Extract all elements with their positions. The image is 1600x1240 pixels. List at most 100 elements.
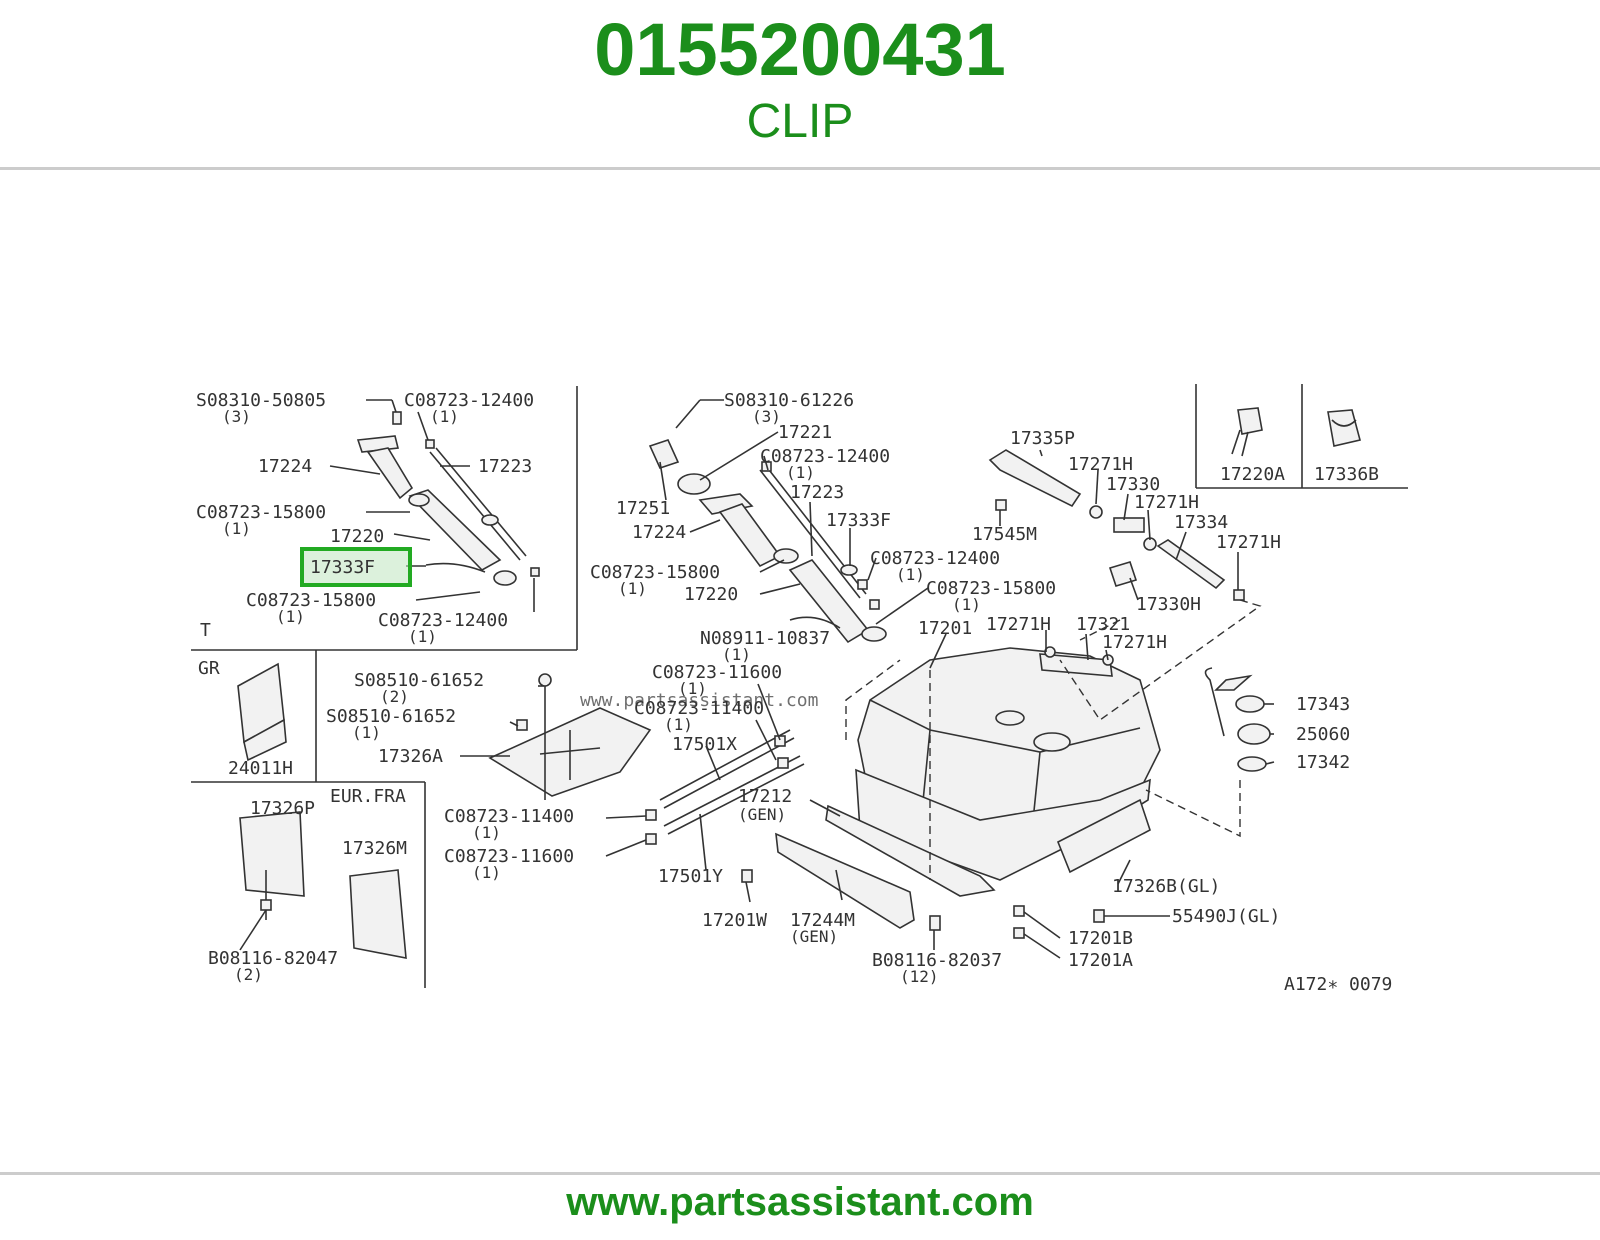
part-label[interactable]: 17224 (632, 522, 686, 543)
gr-inset-part (237, 662, 287, 762)
part-label[interactable]: 17326A (378, 746, 443, 767)
part-label[interactable]: B08116-82037 (872, 950, 1002, 971)
part-label[interactable]: 17201B (1068, 928, 1133, 949)
part-label[interactable]: 17321 (1076, 614, 1130, 635)
main-lower-parts (488, 673, 1105, 939)
eur-inset-parts (239, 811, 407, 959)
part-number: 0155200431 (594, 8, 1006, 91)
part-label[interactable]: C08723-12400 (760, 446, 890, 467)
part-label[interactable]: 17326P (250, 798, 315, 819)
part-label[interactable]: 17271H (1134, 492, 1199, 513)
part-label[interactable]: 25060 (1296, 724, 1350, 745)
part-label[interactable]: C08723-15800 (590, 562, 720, 583)
part-label[interactable]: N08911-10837 (700, 628, 830, 649)
part-label[interactable]: C08723-12400 (404, 390, 534, 411)
footer-divider (0, 1172, 1600, 1175)
part-label[interactable]: 17271H (1216, 532, 1281, 553)
qty-label: (1) (896, 565, 925, 584)
part-label[interactable]: 17342 (1296, 752, 1350, 773)
part-label[interactable]: C08723-15800 (926, 578, 1056, 599)
qty-label: (1) (952, 595, 981, 614)
inset-title-gr: GR (198, 658, 220, 679)
part-label[interactable]: C08723-12400 (870, 548, 1000, 569)
footer-site-link[interactable]: www.partsassistant.com (566, 1180, 1034, 1224)
qty-label: (2) (234, 965, 263, 984)
qty-label: (12) (900, 967, 939, 986)
part-label[interactable]: 17501Y (658, 866, 723, 887)
part-label[interactable]: 17336B (1314, 464, 1379, 485)
qty-label: (1) (664, 715, 693, 734)
part-label[interactable]: 17221 (778, 422, 832, 443)
part-label[interactable]: 17343 (1296, 694, 1350, 715)
dashed-guides (845, 599, 1262, 880)
part-label[interactable]: 17271H (1068, 454, 1133, 475)
part-label[interactable]: C08723-11400 (444, 806, 574, 827)
part-label[interactable]: S08310-61226 (724, 390, 854, 411)
part-label[interactable]: 17334 (1174, 512, 1228, 533)
part-label[interactable]: 17212 (738, 786, 792, 807)
part-label[interactable]: 17223 (478, 456, 532, 477)
part-label[interactable]: C08723-11600 (444, 846, 574, 867)
watermark: www.partsassistant.com (580, 690, 818, 711)
part-label[interactable]: 17326B(GL) (1112, 876, 1220, 897)
part-label[interactable]: 17335P (1010, 428, 1075, 449)
qty-label: (1) (276, 607, 305, 626)
inset-title-eur-fra: EUR.FRA (330, 786, 406, 807)
part-label[interactable]: S08510-61652 (326, 706, 456, 727)
part-label[interactable]: C08723-11400 (634, 698, 764, 719)
right-inset-parts (1231, 407, 1361, 457)
part-label[interactable]: 55490J(GL) (1172, 906, 1280, 927)
leader-lines (329, 399, 1275, 959)
highlighted-part-label[interactable]: 17333F (310, 557, 375, 578)
header-divider (0, 167, 1600, 170)
part-name: CLIP (746, 95, 854, 148)
part-label[interactable]: 17545M (972, 524, 1037, 545)
part-label[interactable]: 17223 (790, 482, 844, 503)
part-label[interactable]: 17251 (616, 498, 670, 519)
diagram-code: A172∗ 0079 (1284, 974, 1392, 995)
gen-label: (GEN) (790, 927, 838, 946)
qty-label: (1) (222, 519, 251, 538)
qty-label: (1) (786, 463, 815, 482)
qty-label: (1) (408, 627, 437, 646)
part-label[interactable]: S08310-50805 (196, 390, 326, 411)
gen-label: (GEN) (738, 805, 786, 824)
part-label[interactable]: 17326M (342, 838, 407, 859)
part-label[interactable]: 17201A (1068, 950, 1133, 971)
part-label[interactable]: 17220 (684, 584, 738, 605)
part-label[interactable]: 17330H (1136, 594, 1201, 615)
qty-label: (1) (352, 723, 381, 742)
inset-title-t: T (200, 620, 211, 641)
inset-frames (191, 384, 1408, 988)
qty-label: (1) (472, 863, 501, 882)
part-label[interactable]: 17271H (986, 614, 1051, 635)
qty-label: (2) (380, 687, 409, 706)
part-label[interactable]: C08723-12400 (378, 610, 508, 631)
highlight-box[interactable] (300, 547, 412, 587)
qty-label: (1) (722, 645, 751, 664)
main-vent-system (988, 449, 1245, 677)
qty-label: (1) (430, 407, 459, 426)
part-label[interactable]: 24011H (228, 758, 293, 779)
part-label[interactable]: 17333F (826, 510, 891, 531)
part-label[interactable]: 17244M (790, 910, 855, 931)
part-label[interactable]: 17201W (702, 910, 767, 931)
part-label[interactable]: S08510-61652 (354, 670, 484, 691)
part-label[interactable]: C08723-15800 (246, 590, 376, 611)
part-label[interactable]: C08723-15800 (196, 502, 326, 523)
part-label[interactable]: C08723-11600 (652, 662, 782, 683)
part-label[interactable]: 17201 (918, 618, 972, 639)
part-label[interactable]: 17330 (1106, 474, 1160, 495)
t-inset-parts (356, 411, 540, 586)
qty-label: (1) (618, 579, 647, 598)
qty-label: (1) (472, 823, 501, 842)
part-label[interactable]: 17224 (258, 456, 312, 477)
part-label[interactable]: B08116-82047 (208, 948, 338, 969)
part-label[interactable]: 17501X (672, 734, 737, 755)
part-label[interactable]: 17220A (1220, 464, 1285, 485)
part-label[interactable]: 17220 (330, 526, 384, 547)
part-label[interactable]: 17271H (1102, 632, 1167, 653)
qty-label: (3) (222, 407, 251, 426)
qty-label: (3) (752, 407, 781, 426)
